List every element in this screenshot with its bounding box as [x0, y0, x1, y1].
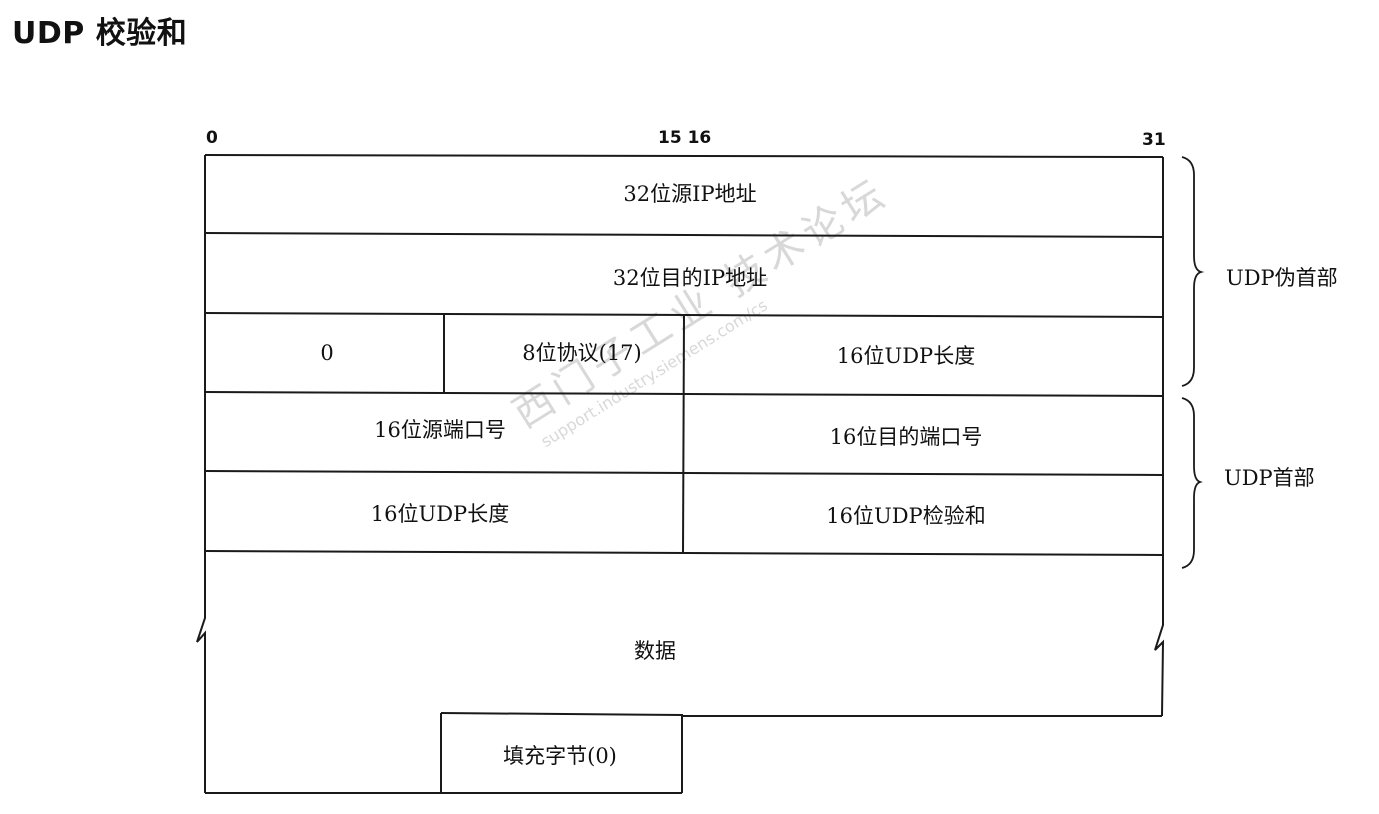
bit-mark-mid: 15 16	[658, 128, 712, 148]
col-divider-mid	[682, 314, 685, 554]
field-dst-ip: 32位目的IP地址	[612, 266, 768, 290]
page-title: UDP 校验和	[12, 16, 188, 51]
field-src-port: 16位源端口号	[374, 418, 506, 442]
field-checksum: 16位UDP检验和	[826, 504, 986, 528]
field-pseudo-udp-length: 16位UDP长度	[836, 344, 976, 368]
bit-mark-start: 0	[206, 128, 218, 148]
brace-pseudo-header	[1181, 156, 1205, 387]
outline-right	[1154, 157, 1165, 717]
brace-udp-header	[1181, 397, 1203, 569]
field-dst-port: 16位目的端口号	[829, 425, 983, 449]
field-src-ip: 32位源IP地址	[623, 182, 757, 206]
field-data: 数据	[634, 639, 676, 663]
row-divider-1	[204, 232, 1164, 238]
padding-top	[440, 712, 683, 716]
bit-mark-end: 31	[1142, 130, 1166, 150]
outline-top	[204, 154, 1164, 158]
group-label-pseudo-header: UDP伪首部	[1226, 266, 1338, 290]
group-label-udp-header: UDP首部	[1224, 466, 1315, 490]
field-padding: 填充字节(0)	[503, 744, 617, 768]
field-udp-length: 16位UDP长度	[370, 502, 510, 526]
field-zero: 0	[320, 341, 334, 365]
outline-left	[196, 155, 206, 793]
field-protocol: 8位协议(17)	[522, 341, 642, 365]
